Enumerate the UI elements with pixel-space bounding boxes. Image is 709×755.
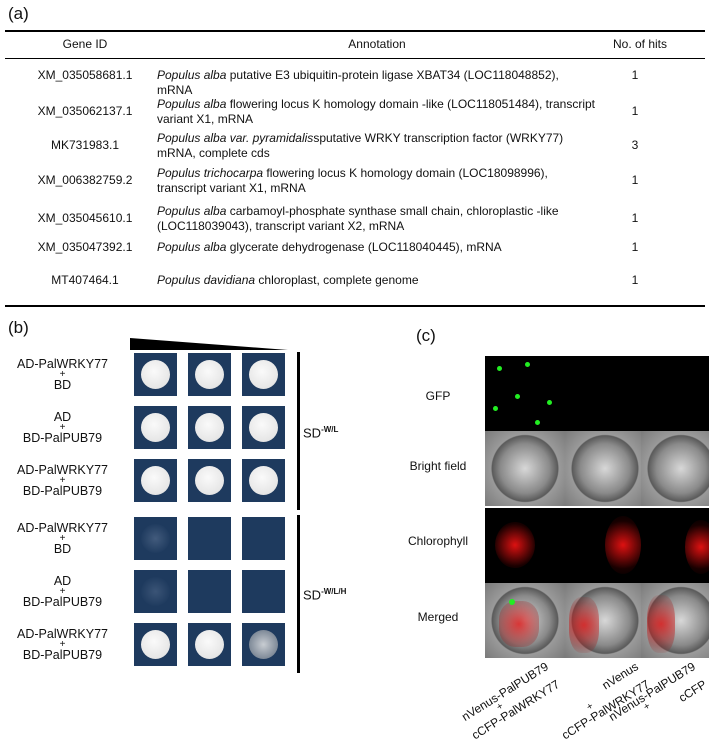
hits-cell: 1 bbox=[631, 68, 639, 82]
panel-a-label: (a) bbox=[8, 4, 29, 23]
yeast-spot bbox=[242, 570, 285, 613]
strain-label: AD-PalWRKY77+BD bbox=[17, 521, 108, 556]
gene-id-cell: XM_035058681.1 bbox=[37, 68, 133, 82]
gfp-image bbox=[565, 356, 645, 431]
merged-image bbox=[565, 583, 645, 658]
yeast-spot bbox=[188, 570, 231, 613]
annotation-text: carbamoyl-phosphate synthase small chain… bbox=[157, 204, 559, 233]
table-bottom-rule bbox=[5, 305, 705, 307]
gfp-image bbox=[641, 356, 709, 431]
medium-label-wl: SD-W/L bbox=[303, 425, 339, 441]
yeast-spot bbox=[188, 459, 231, 502]
annotation-text: chloroplast, complete genome bbox=[255, 273, 419, 287]
hits-cell: 1 bbox=[631, 211, 639, 225]
annotation-text: flowering locus K homology domain -like … bbox=[157, 97, 596, 126]
chlorophyll-image bbox=[641, 508, 709, 583]
species-name: Populus trichocarpa bbox=[157, 166, 264, 180]
species-name: Populus alba bbox=[157, 68, 227, 82]
bright-field-image bbox=[485, 431, 565, 506]
gene-id-cell: XM_035047392.1 bbox=[37, 240, 133, 254]
table-top-rule bbox=[5, 30, 705, 32]
gene-id-cell: MT407464.1 bbox=[51, 273, 119, 287]
yeast-spot bbox=[242, 459, 285, 502]
yeast-spot bbox=[188, 406, 231, 449]
row-label-chlorophyll: Chlorophyll bbox=[407, 534, 469, 548]
header-hits: No. of hits bbox=[612, 37, 668, 51]
annotation-text: glycerate dehydrogenase (LOC118040445), … bbox=[226, 240, 502, 254]
yeast-spot bbox=[242, 517, 285, 560]
yeast-spot bbox=[134, 353, 177, 396]
yeast-spot bbox=[134, 517, 177, 560]
yeast-spot bbox=[134, 459, 177, 502]
annotation-cell: Populus trichocarpa flowering locus K ho… bbox=[157, 166, 597, 196]
hits-cell: 1 bbox=[631, 273, 639, 287]
hits-cell: 1 bbox=[631, 173, 639, 187]
panel-b-label: (b) bbox=[8, 318, 29, 337]
bright-field-image bbox=[565, 431, 645, 506]
row-label-bright-field: Bright field bbox=[409, 459, 467, 473]
gene-id-cell: XM_006382759.2 bbox=[37, 173, 133, 187]
yeast-spot bbox=[188, 353, 231, 396]
table-header-rule bbox=[5, 58, 705, 59]
bracket-sd-wlh bbox=[297, 515, 300, 673]
species-name: Populus alba var. pyramidalis bbox=[157, 131, 314, 145]
hits-cell: 1 bbox=[631, 240, 639, 254]
annotation-cell: Populus alba flowering locus K homology … bbox=[157, 97, 597, 127]
strain-label: AD-PalWRKY77+BD bbox=[17, 357, 108, 392]
gene-id-cell: XM_035062137.1 bbox=[37, 104, 133, 118]
annotation-cell: Populus alba var. pyramidalissputative W… bbox=[157, 131, 597, 161]
strain-label: AD-PalWRKY77+BD-PalPUB79 bbox=[17, 463, 108, 498]
header-gene-id: Gene ID bbox=[62, 37, 108, 51]
species-name: Populus alba bbox=[157, 240, 227, 254]
yeast-spot bbox=[188, 623, 231, 666]
species-name: Populus davidiana bbox=[157, 273, 256, 287]
yeast-spot bbox=[242, 623, 285, 666]
species-name: Populus alba bbox=[157, 204, 227, 218]
row-label-gfp: GFP bbox=[425, 389, 451, 403]
dilution-wedge bbox=[130, 338, 288, 350]
header-annotation: Annotation bbox=[348, 37, 406, 51]
annotation-cell: Populus davidiana chloroplast, complete … bbox=[157, 273, 597, 288]
chlorophyll-image bbox=[485, 508, 565, 583]
yeast-spot bbox=[134, 623, 177, 666]
annotation-text: flowering locus K homology domain (LOC18… bbox=[157, 166, 548, 195]
medium-label-wlh: SD-W/L/H bbox=[303, 587, 347, 603]
merged-image bbox=[641, 583, 709, 658]
annotation-cell: Populus alba putative E3 ubiquitin-prote… bbox=[157, 68, 597, 98]
annotation-text: sputative WRKY transcription factor (WRK… bbox=[157, 131, 564, 160]
chlorophyll-image bbox=[565, 508, 645, 583]
yeast-spot bbox=[242, 353, 285, 396]
strain-label: AD-PalWRKY77+BD-PalPUB79 bbox=[17, 627, 108, 662]
bracket-sd-wl bbox=[297, 352, 300, 510]
yeast-spot bbox=[134, 406, 177, 449]
yeast-spot bbox=[188, 517, 231, 560]
merged-image bbox=[485, 583, 565, 658]
annotation-cell: Populus alba glycerate dehydrogenase (LO… bbox=[157, 240, 597, 255]
hits-cell: 3 bbox=[631, 138, 639, 152]
yeast-spot bbox=[242, 406, 285, 449]
annotation-text: putative E3 ubiquitin-protein ligase XBA… bbox=[157, 68, 559, 97]
yeast-spot bbox=[134, 570, 177, 613]
row-label-merged: Merged bbox=[417, 610, 459, 624]
strain-label: AD+BD-PalPUB79 bbox=[22, 574, 103, 609]
hits-cell: 1 bbox=[631, 104, 639, 118]
bright-field-image bbox=[641, 431, 709, 506]
panel-c-label: (c) bbox=[416, 326, 436, 345]
strain-label: AD+BD-PalPUB79 bbox=[22, 410, 103, 445]
gene-id-cell: XM_035045610.1 bbox=[37, 211, 133, 225]
gfp-image bbox=[485, 356, 565, 431]
annotation-cell: Populus alba carbamoyl-phosphate synthas… bbox=[157, 204, 597, 234]
species-name: Populus alba bbox=[157, 97, 227, 111]
gene-id-cell: MK731983.1 bbox=[50, 138, 120, 152]
